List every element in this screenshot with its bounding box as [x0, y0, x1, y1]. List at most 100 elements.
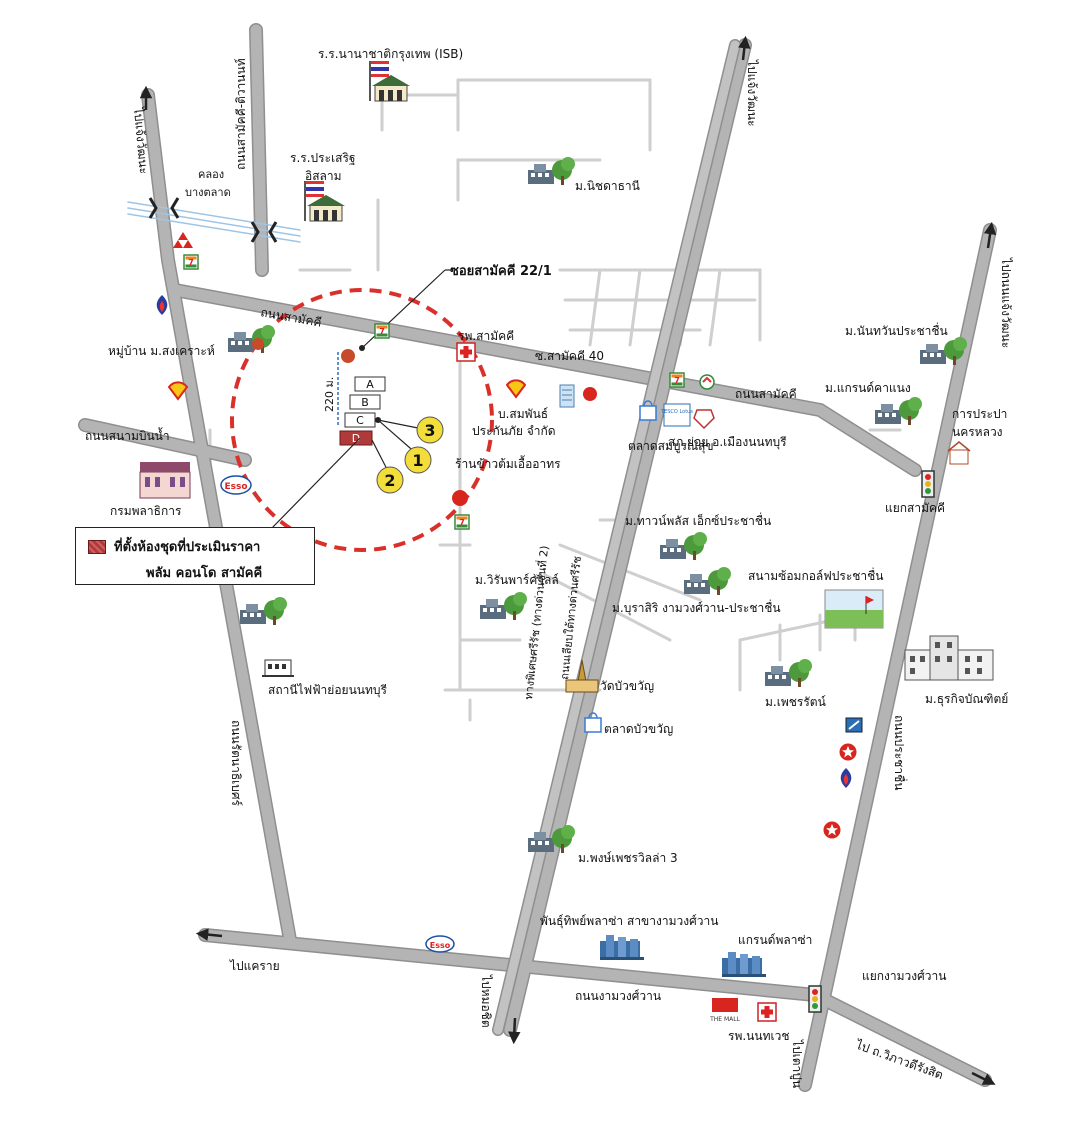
roads: [78, 23, 997, 1092]
label-grand-plaza: แกรนด์พลาซ่า: [738, 933, 812, 947]
radius-circle: [230, 288, 494, 552]
temple-icon: [565, 659, 599, 693]
building-b: [349, 394, 381, 410]
village-icon: [684, 567, 731, 595]
seven-eleven-icon: [454, 514, 470, 530]
train-icon: [262, 659, 294, 677]
arrow-right-icon: [971, 1071, 996, 1085]
road-label-prachachuen: ถนนประชาชื่น: [892, 715, 908, 790]
police-icon: [693, 409, 715, 430]
label-khlong-1: คลอง: [198, 168, 224, 181]
school-icon: [303, 180, 346, 222]
subject-buildings: A B C D: [339, 376, 386, 446]
shell-icon: [168, 381, 188, 400]
label-prasert-1: ร.ร.ประเสริฐ: [290, 151, 356, 165]
road-label-khae-rai: ไปแคราย: [229, 959, 280, 973]
mall-icon: [722, 952, 766, 977]
label-fresh-market: ตลาดสมบูรณ์สุข: [628, 439, 714, 454]
bank-icon: [173, 232, 193, 248]
office-icon: [559, 384, 575, 408]
arrow-icon-group: [139, 35, 997, 1085]
traffic-light-icon: [808, 985, 822, 1013]
arrow-up-icon: [983, 221, 997, 249]
label-phongphet: ม.พงษ์เพชรวิลล่า 3: [578, 851, 678, 865]
label-nanthawan: ม.นันทวันประชาชื่น: [845, 322, 948, 338]
khet-icon: [699, 374, 715, 390]
road-label-rattanathibet: ถนนรัตนาธิเบศร์: [229, 720, 243, 807]
village-icon: [228, 325, 275, 353]
bridge-icon: [148, 197, 180, 219]
label-waterworks-1: การประปา: [952, 407, 1007, 421]
marker-2: 2: [376, 466, 404, 494]
marker-1-label: 1: [412, 451, 423, 470]
label-golf: สนามซ้อมกอล์ฟประชาชื่น: [748, 567, 884, 583]
label-ngamwongwan-junction: แยกงามวงศ์วาน: [862, 969, 946, 983]
school-icon: [368, 60, 411, 102]
marker-3-label: 3: [424, 421, 435, 440]
building-a: [354, 376, 386, 392]
village-icon: [875, 397, 922, 425]
ptt-icon: [840, 768, 852, 788]
label-grand-canary: ม.แกรนด์คาแนง: [825, 381, 911, 395]
restaurant-icon: [252, 338, 597, 506]
building-c-label: C: [356, 414, 364, 427]
mall-icon: [600, 935, 644, 960]
label-wat-buakhwan: วัดบัวขวัญ: [600, 679, 654, 693]
road-label-chaengwattana-left: ไปแจ้งวัฒนะ: [131, 106, 151, 174]
tesco-label: TESCO Lotus: [660, 409, 693, 415]
golf-icon: [824, 589, 884, 629]
road-label-samakkhi-tiwanon: ถนนสามัคคี-ติวานนท์: [234, 58, 248, 170]
road-label-chaengwattana-mid: ไปแจ้งวัฒนะ: [745, 59, 759, 127]
legend-swatch: [88, 539, 106, 554]
road-label-chaengwattana-right: ไปถนนแจ้งวัฒนะ: [999, 257, 1013, 348]
arrow-down-icon: [508, 1017, 521, 1045]
label-soi-22-1: ซอยสามัคคี 22/1: [450, 263, 552, 279]
building-b-label: B: [361, 396, 369, 409]
label-townplus: ม.ทาวน์พลัส เอ็กซ์ประชาชื่น: [625, 512, 771, 528]
road-label-sanambinnam: ถนนสนามบินน้ำ: [85, 427, 170, 443]
road-label-expressway: ทางพิเศษศรีรัช (ทางด่วนขั้นที่ 2): [520, 545, 551, 701]
caltex-icon: [838, 742, 858, 762]
the-mall-icon: THE MALL: [709, 998, 741, 1023]
lotus-icon: TESCO Lotus: [660, 403, 693, 427]
road-label-frontage: ถนนเลียบใต้ทางด่วนศรีรัช: [558, 556, 584, 681]
label-soi-40: ซ.สามัคคี 40: [535, 349, 604, 363]
label-wiranpark: ม.วิรันพาร์ควิลล์: [475, 573, 559, 587]
bridge-icon: [250, 221, 278, 243]
label-waterworks-2: นครหลวง: [952, 425, 1003, 439]
label-police: สภ.ย่อย อ.เมืองนนทบุรี: [668, 435, 787, 450]
label-prasert-2: อิสลาม: [305, 169, 342, 183]
village-icon: [240, 597, 287, 625]
village-icon: [660, 532, 707, 560]
seven-eleven-icon: [374, 323, 390, 339]
legend: ที่ตั้งห้องชุดที่ประเมินราคา พลัม คอนโด …: [75, 527, 315, 585]
label-dhurakij: ม.ธุรกิจบัณฑิตย์: [925, 692, 1008, 707]
label-nichada: ม.นิชดาธานี: [575, 179, 640, 193]
village-icon: [480, 592, 527, 620]
ptt-icon: [156, 295, 168, 315]
seven-eleven-icon: [669, 372, 685, 388]
toll-icon: [845, 717, 863, 733]
shell-icon: [506, 379, 526, 398]
seven-eleven-icon: [183, 254, 199, 270]
marker-1: 1: [404, 446, 432, 474]
hospital-icon: [456, 342, 476, 362]
label-insurance-2: ประกันภัย จำกัด: [472, 424, 556, 438]
caltex-icon: [822, 820, 842, 840]
legend-line-1: ที่ตั้งห้องชุดที่ประเมินราคา: [114, 540, 261, 555]
label-nonthavej: รพ.นนทเวช: [728, 1029, 789, 1043]
place-labels: ร.ร.นานาชาติกรุงเทพ (ISB) ร.ร.ประเสริฐ อ…: [108, 47, 1008, 1043]
building-d-label: D: [352, 432, 360, 445]
label-phetcharat: ม.เพชรรัตน์: [765, 695, 826, 709]
marker-3: 3: [416, 416, 444, 444]
government-building-icon: [139, 462, 191, 499]
svg-text:Esso: Esso: [430, 941, 451, 950]
building-d-subject: [339, 430, 373, 446]
road-label-mo-chit: ไปหมอชิต: [479, 974, 493, 1028]
label-burasiri: ม.บุราสิริ งามวงศ์วาน-ประชาชื่น: [612, 599, 781, 616]
esso-icon: Esso: [425, 935, 455, 953]
marker-2-label: 2: [384, 471, 395, 490]
traffic-light-icon: [921, 470, 935, 498]
label-isb: ร.ร.นานาชาติกรุงเทพ (ISB): [318, 47, 463, 62]
